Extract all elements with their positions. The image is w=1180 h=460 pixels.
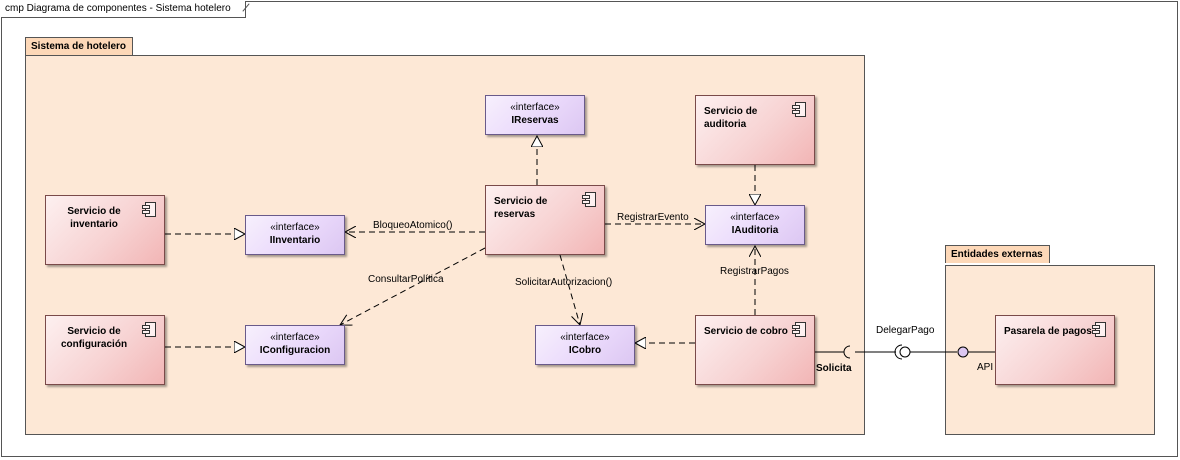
component-pasarela[interactable]: Pasarela de pagos — [995, 315, 1115, 385]
connector-label-consultar: ConsultarPolítica — [368, 274, 444, 285]
assembly-ball — [899, 346, 911, 358]
component-inventario[interactable]: Servicio de inventario — [45, 195, 165, 265]
connector-label-registrar-pagos: RegistrarPagos — [720, 266, 789, 277]
component-icon — [792, 102, 806, 117]
assembly-socket — [894, 344, 903, 360]
component-reservas[interactable]: Servicio de reservas — [485, 185, 605, 255]
component-label: Servicio de auditoria — [704, 106, 758, 130]
interface-iconfiguracion[interactable]: «interface» IConfiguracion — [245, 325, 345, 365]
package-tab-sistema[interactable]: Sistema de hotelero — [25, 37, 134, 55]
interface-iinventario[interactable]: «interface» IInventario — [245, 215, 345, 255]
interface-name: IAuditoria — [731, 225, 779, 236]
component-label: Servicio de cobro — [704, 326, 788, 337]
component-configuracion[interactable]: Servicio de configuración — [45, 315, 165, 385]
interface-stereotype: «interface» — [510, 102, 560, 113]
interface-ireservas[interactable]: «interface» IReservas — [485, 95, 585, 135]
required-socket — [843, 345, 851, 359]
dependency-consultar — [340, 247, 486, 325]
component-cobro[interactable]: Servicio de cobro — [695, 315, 815, 385]
interface-iauditoria[interactable]: «interface» IAuditoria — [705, 205, 805, 245]
interface-name: ICobro — [568, 345, 602, 356]
connector-label-solicitar: SolicitarAutorizacion() — [515, 277, 613, 288]
dependency-solicitar — [559, 254, 580, 325]
interface-name: IReservas — [511, 115, 559, 126]
interface-stereotype: «interface» — [270, 222, 320, 233]
component-label: Servicio de reservas — [494, 196, 548, 220]
connector-label-registrar-evento: RegistrarEvento — [617, 212, 689, 223]
interface-icobro[interactable]: «interface» ICobro — [535, 325, 635, 365]
port-label-api: API — [977, 362, 994, 373]
connector-label-bloqueo: BloqueoAtomico() — [373, 220, 453, 231]
component-icon — [1092, 322, 1106, 337]
port-label-solicita: Solicita — [816, 363, 852, 374]
component-label: Servicio de inventario — [67, 206, 121, 230]
package-tab-externas[interactable]: Entidades externas — [945, 245, 1050, 263]
interface-stereotype: «interface» — [560, 332, 610, 343]
connector-label-delegar: DelegarPago — [876, 325, 935, 336]
component-icon — [142, 202, 156, 217]
component-icon — [582, 192, 596, 207]
interface-name: IConfiguracion — [259, 345, 331, 356]
component-auditoria[interactable]: Servicio de auditoria — [695, 95, 815, 165]
component-label: Pasarela de pagos — [1004, 326, 1092, 337]
interface-name: IInventario — [269, 235, 321, 246]
interface-stereotype: «interface» — [270, 332, 320, 343]
interface-stereotype: «interface» — [730, 212, 780, 223]
component-icon — [142, 322, 156, 337]
provided-ball — [957, 346, 969, 358]
diagram-title: cmp Diagrama de componentes - Sistema ho… — [1, 1, 246, 18]
component-icon — [792, 322, 806, 337]
component-label: Servicio de configuración — [60, 326, 128, 350]
